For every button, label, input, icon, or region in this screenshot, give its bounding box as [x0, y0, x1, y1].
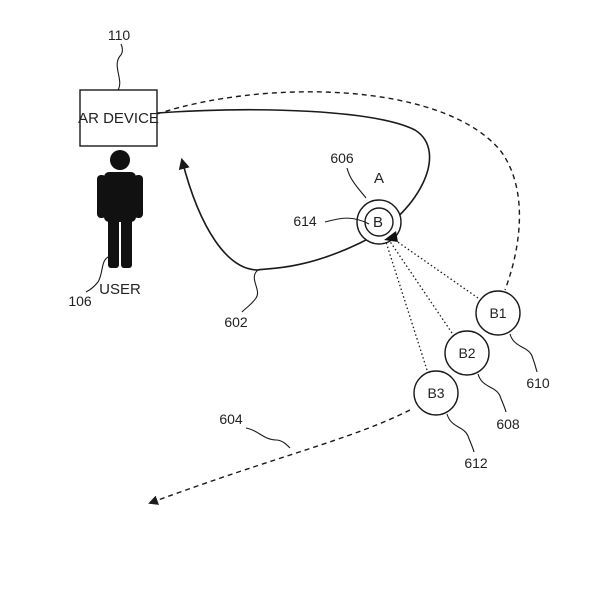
- leader-610: [509, 333, 538, 373]
- leader-614: [324, 217, 370, 225]
- target-letter: A: [374, 170, 384, 187]
- dotted-link-b2: [388, 239, 453, 334]
- ref-602: 602: [224, 314, 248, 330]
- ref-612: 612: [464, 455, 488, 471]
- ref-614: 614: [293, 213, 317, 229]
- dashed-link-device-b1: [156, 91, 521, 291]
- ref-606: 606: [330, 150, 354, 166]
- node-b2: B2: [444, 330, 490, 376]
- ref-608: 608: [496, 416, 520, 432]
- target-inner-label: B: [373, 214, 383, 231]
- leader-110: [116, 43, 123, 91]
- node-b3: B3: [413, 370, 459, 416]
- ref-610: 610: [526, 375, 550, 391]
- node-b1: B1: [475, 290, 521, 336]
- leader-106: [85, 255, 111, 293]
- dashed-trajectory-604: [148, 409, 411, 505]
- node-b2-label: B2: [458, 345, 475, 361]
- leader-606: [346, 167, 367, 199]
- user-label: USER: [99, 281, 141, 298]
- node-b1-label: B1: [489, 305, 506, 321]
- leader-602: [241, 269, 259, 313]
- leader-612: [446, 413, 475, 453]
- target-object: [356, 199, 402, 245]
- ref-106: 106: [68, 293, 92, 309]
- ref-110: 110: [108, 27, 131, 43]
- dotted-link-b1: [391, 237, 479, 299]
- solid-trajectory-602: [156, 109, 431, 271]
- ar-device-label: AR DEVICE: [78, 110, 159, 127]
- user-icon: [97, 150, 143, 268]
- node-b3-label: B3: [427, 385, 444, 401]
- target-indicator-icon: [384, 231, 398, 242]
- leader-604: [245, 427, 291, 449]
- dotted-link-b3: [385, 241, 428, 371]
- leader-608: [477, 373, 507, 413]
- ar-device: AR DEVICE: [78, 89, 159, 147]
- ref-604: 604: [219, 411, 243, 427]
